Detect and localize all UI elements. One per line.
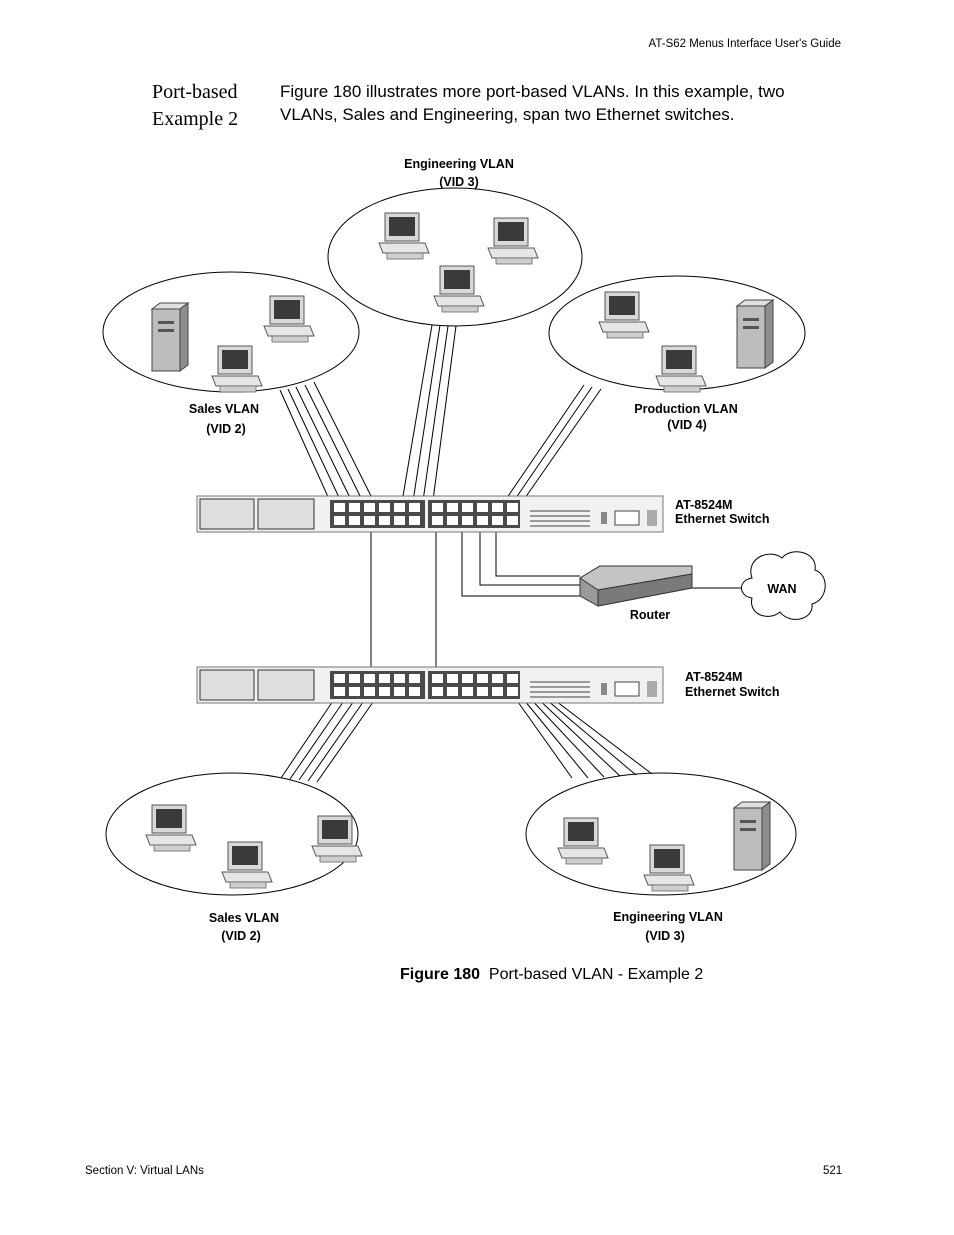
switch-1-model: AT-8524M [675,498,732,512]
production-vlan-vid: (VID 4) [667,418,707,432]
wan-cloud [741,551,826,620]
server-icon [736,299,774,369]
figure-caption-text: Port-based VLAN - Example 2 [488,966,704,983]
switch-1-type: Ethernet Switch [675,512,769,526]
section-title: Port-based Example 2 [152,81,239,130]
computer-icon [145,804,197,852]
page-number: 521 [823,1165,843,1177]
switch-2-model: AT-8524M [685,670,742,684]
figure-caption: Figure 180 Port-based VLAN - Example 2 [400,966,703,984]
intro-paragraph: Figure 180 illustrates more port-based V… [280,82,785,124]
sales-vlan-bottom-label: Sales VLAN [209,911,279,925]
production-vlan-label: Production VLAN [634,402,737,416]
footer-section: Section V: Virtual LANs [85,1165,204,1177]
computer-icon [598,291,650,339]
sales-vlan-bottom-vid: (VID 2) [221,929,261,943]
computer-icon [311,815,363,863]
wan-label: WAN [767,582,796,596]
server-icon [733,801,771,871]
sales-vlan-top-label: Sales VLAN [189,402,259,416]
computer-icon [221,841,273,889]
computer-icon [433,265,485,313]
server-icon [151,302,189,372]
sales-vlan-top-vid: (VID 2) [206,422,246,436]
computer-icon [263,295,315,343]
engineering-vlan-top-vid: (VID 3) [439,175,479,189]
router [579,565,693,607]
running-header: AT-S62 Menus Interface User's Guide [648,38,841,50]
computer-icon [655,345,707,393]
computer-icon [378,212,430,260]
vlan-cables [279,324,750,783]
switch-2-type: Ethernet Switch [685,685,779,699]
engineering-vlan-top-label: Engineering VLAN [404,157,514,171]
engineering-vlan-bottom-ellipse [525,772,797,896]
computer-icon [557,817,609,865]
engineering-vlan-bottom-label: Engineering VLAN [613,910,723,924]
engineering-vlan-top-ellipse [327,187,583,327]
computer-icon [211,345,263,393]
router-label: Router [630,608,670,622]
engineering-vlan-bottom-vid: (VID 3) [645,929,685,943]
computer-icon [643,844,695,892]
figure-number: Figure 180 [400,966,481,983]
switch-2 [196,666,664,704]
switch-1 [196,495,664,533]
sales-vlan-bottom-ellipse [105,772,359,896]
computer-icon [487,217,539,265]
